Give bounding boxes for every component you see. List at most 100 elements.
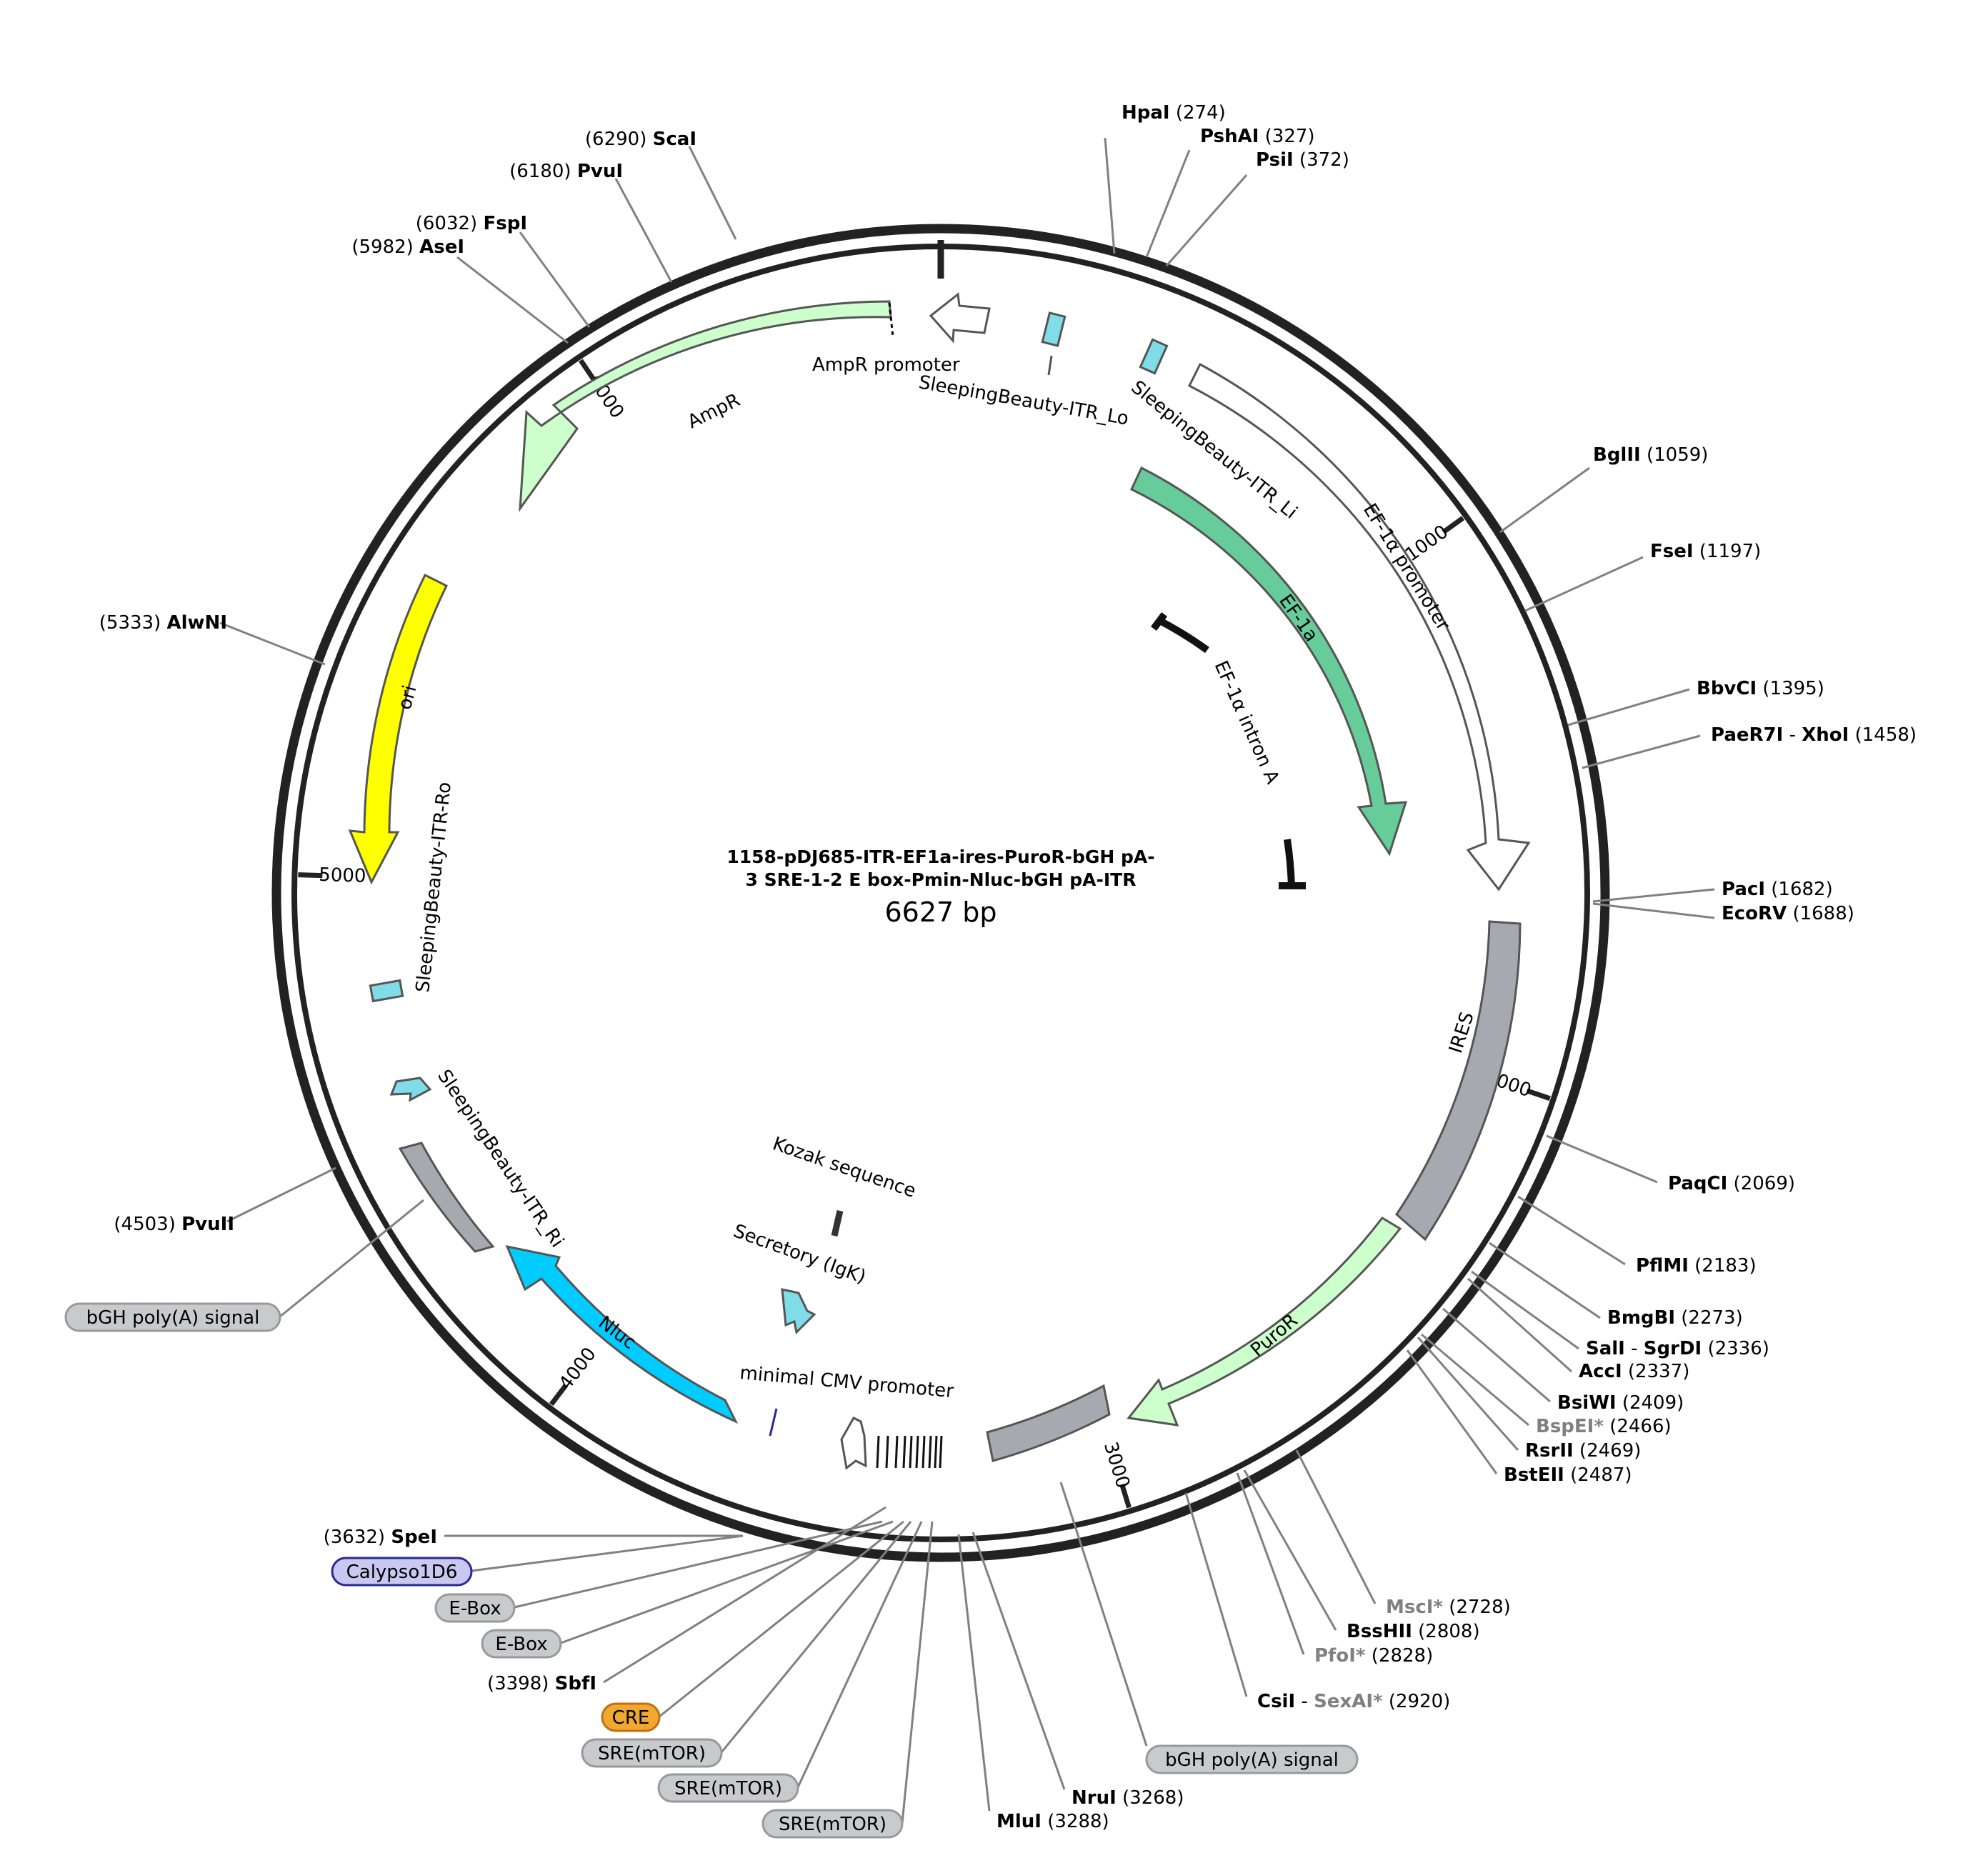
badge-pill	[761, 1809, 904, 1839]
site-label-SpeI: (3632) SpeI	[324, 1527, 437, 1548]
leader-AlwNI	[219, 621, 326, 666]
site-label-SalI: SalI - SgrDI (2336)	[1586, 1338, 1769, 1359]
site-label-PsiI: PsiI (372)	[1256, 149, 1349, 171]
tick-4000	[549, 1383, 569, 1407]
leader-PaqCI	[1546, 1134, 1658, 1184]
leader-BmgBI	[1489, 1242, 1601, 1319]
cluster-bar	[909, 1435, 913, 1469]
badge-pill	[64, 1302, 281, 1332]
cluster-bar	[902, 1435, 906, 1469]
tick-5000	[298, 872, 323, 879]
cluster-bar	[939, 1435, 943, 1469]
badge-pill	[331, 1557, 473, 1587]
site-label-MluI: MluI (3288)	[997, 1811, 1109, 1832]
leader-lines	[219, 137, 1715, 1824]
badge-calypso: Calypso1D6	[331, 1557, 473, 1587]
leader-BsiWI	[1442, 1307, 1551, 1403]
itr-lo-tick	[1047, 355, 1053, 376]
itr-ro-label: SleepingBeauty-ITR-Ro	[412, 781, 456, 993]
ef1a-intron-label: EF-1α intron A	[1210, 658, 1284, 788]
kozak-label: Kozak sequence	[770, 1133, 919, 1202]
puror-arrow	[1127, 1217, 1402, 1427]
site-label-CsiI: CsiI - SexAI* (2920)	[1257, 1691, 1450, 1712]
badge-text: Calypso1D6	[346, 1562, 458, 1583]
badge-sre1: SRE(mTOR)	[581, 1738, 723, 1768]
badge-text: E-Box	[495, 1634, 547, 1655]
min-cmv-label: minimal CMV promoter	[739, 1362, 954, 1402]
site-label-MscI*: MscI* (2728)	[1386, 1597, 1511, 1618]
itr-lo-box	[1041, 311, 1067, 347]
plasmid-length: 6627 bp	[884, 896, 997, 928]
leader-SalI	[1471, 1270, 1579, 1350]
leader-BglII	[1499, 466, 1590, 534]
ef1a-intron-bracket	[1151, 612, 1209, 654]
badge-bgh_bottom: bGH poly(A) signal	[1145, 1744, 1359, 1774]
leader-AccI	[1467, 1277, 1573, 1373]
badge-text: SRE(mTOR)	[598, 1743, 706, 1764]
leader-EcoRV	[1592, 902, 1715, 919]
site-label-BspEI*: BspEI* (2466)	[1536, 1416, 1672, 1437]
badge-text: E-Box	[449, 1598, 501, 1619]
ori-arrow	[348, 573, 448, 885]
plasmid-name-line2: 3 SRE-1-2 E box-Pmin-Nluc-bGH pA-ITR	[746, 869, 1137, 890]
restriction-sites: HpaI (274)PshAI (327)PsiI (372)BglII (10…	[99, 102, 1917, 1832]
ampr-label: AmpR	[684, 389, 744, 433]
itr-li-box	[1139, 338, 1169, 375]
leader-PacI	[1592, 888, 1715, 903]
leader-MluI	[957, 1534, 991, 1812]
site-label-AlwNI: (5333) AlwNI	[99, 612, 227, 634]
site-label-PacI: PacI (1682)	[1722, 879, 1833, 900]
ampr-promoter-arrow	[929, 292, 991, 344]
ef1a-arrow	[1130, 466, 1408, 856]
itr-ri-arrow	[389, 1077, 432, 1102]
site-label-BbvCI: BbvCI (1395)	[1697, 678, 1824, 699]
site-label-BstEII: BstEII (2487)	[1504, 1464, 1632, 1486]
site-label-PflMI: PflMI (2183)	[1636, 1255, 1757, 1277]
secretory-label: Secretory (IgK)	[731, 1220, 869, 1288]
leader-BbvCI	[1567, 688, 1690, 726]
site-label-AseI: (5982) AseI	[351, 236, 464, 258]
min-cmv-arrow	[840, 1417, 867, 1470]
leader-PshAI	[1145, 149, 1191, 258]
tick-label-3000: 3000	[1099, 1439, 1134, 1491]
site-label-SbfI: (3398) SbfI	[487, 1673, 596, 1694]
secretory-arrow	[781, 1288, 816, 1335]
cluster-bar	[876, 1435, 880, 1469]
site-label-PvuI: (6180) PvuI	[509, 161, 623, 182]
site-label-FseI: FseI (1197)	[1650, 541, 1761, 562]
leader-badge	[659, 1520, 904, 1718]
tick-6000	[579, 359, 596, 382]
site-label-PaeR7I: PaeR7I - XhoI (1458)	[1711, 724, 1917, 746]
ampr-dotted-divider	[888, 302, 894, 338]
nluc-arrow	[505, 1244, 739, 1424]
leader-BstEII	[1406, 1349, 1498, 1474]
leader-PvuI	[614, 178, 673, 283]
leader-MscI*	[1295, 1449, 1377, 1604]
leader-PsiI	[1165, 174, 1248, 266]
leader-badge	[1059, 1482, 1148, 1747]
cluster-bar	[894, 1435, 899, 1469]
site-label-EcoRV: EcoRV (1688)	[1722, 903, 1854, 924]
cluster-bar	[934, 1435, 938, 1469]
badge-cre: CRE	[601, 1702, 661, 1732]
center-title: 1158-pDJ685-ITR-EF1a-ires-PuroR-bGH pA- …	[726, 846, 1154, 928]
leader-badge	[471, 1534, 744, 1572]
puror-label: PuroR	[1247, 1310, 1302, 1362]
site-label-RsrII: RsrII (2469)	[1525, 1440, 1641, 1462]
site-label-ScaI: (6290) ScaI	[585, 129, 696, 150]
site-label-PaqCI: PaqCI (2069)	[1668, 1173, 1795, 1194]
site-label-HpaI: HpaI (274)	[1122, 102, 1226, 124]
tick-label-5000: 5000	[319, 864, 366, 887]
badge-ebox2: E-Box	[481, 1629, 562, 1659]
tick-1000	[1442, 516, 1465, 534]
site-label-BssHII: BssHII (2808)	[1347, 1621, 1480, 1642]
features	[348, 292, 1531, 1470]
cluster-bar	[928, 1435, 932, 1469]
leader-badge	[514, 1520, 883, 1609]
badge-ebox1: E-Box	[434, 1593, 516, 1623]
ef1a-promoter-arrow	[1187, 362, 1531, 891]
leader-FspI	[519, 231, 591, 328]
badge-pill	[434, 1593, 516, 1623]
leader-NruI	[971, 1532, 1066, 1790]
